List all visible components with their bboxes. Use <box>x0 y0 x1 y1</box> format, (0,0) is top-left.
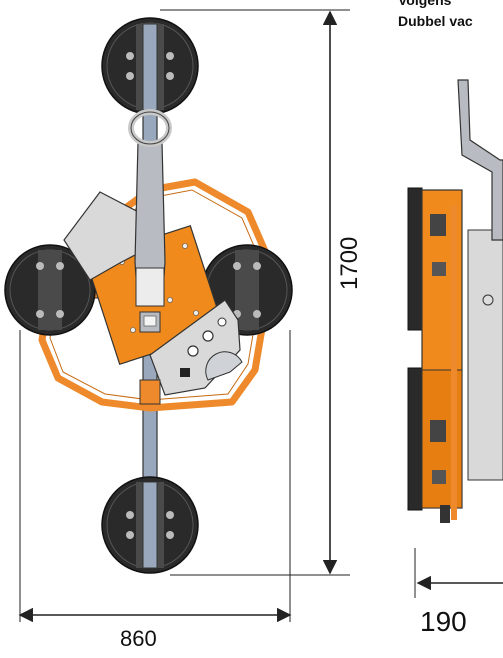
side-detail-1 <box>430 214 446 236</box>
heading-line-1: Volgens <box>398 0 452 8</box>
side-pivot-icon <box>482 294 494 306</box>
side-detail-2 <box>432 262 446 276</box>
side-lifting-arm <box>457 79 503 241</box>
side-foot <box>440 505 450 523</box>
switch-icon <box>180 368 190 377</box>
side-detail-3 <box>430 420 446 442</box>
height-dimension <box>160 9 350 576</box>
heading-line-2: Dubbel vac <box>398 13 473 29</box>
pressure-dial-icon <box>205 351 243 381</box>
gauge-icon <box>187 345 199 357</box>
front-view <box>4 17 293 574</box>
lifting-eye-outline <box>130 111 170 145</box>
side-pad-top <box>407 187 423 331</box>
arm-mount-light <box>143 315 157 327</box>
side-view <box>407 79 503 523</box>
lower-connector <box>139 379 161 405</box>
side-detail-4 <box>432 470 446 484</box>
depth-label: 190 <box>420 606 467 637</box>
suction-pad-bottom <box>101 476 199 574</box>
side-grey-cover <box>467 229 503 481</box>
arm-bracket <box>135 267 165 307</box>
suction-pad-left <box>4 244 96 336</box>
suction-pad-top <box>101 17 199 115</box>
control-knob-2-icon <box>217 317 227 327</box>
control-knob-icon <box>202 330 214 342</box>
height-label: 1700 <box>336 236 363 290</box>
width-label: 860 <box>120 626 157 651</box>
depth-dimension <box>414 548 503 598</box>
side-pad-bottom <box>407 367 423 511</box>
width-dimension <box>18 330 292 623</box>
